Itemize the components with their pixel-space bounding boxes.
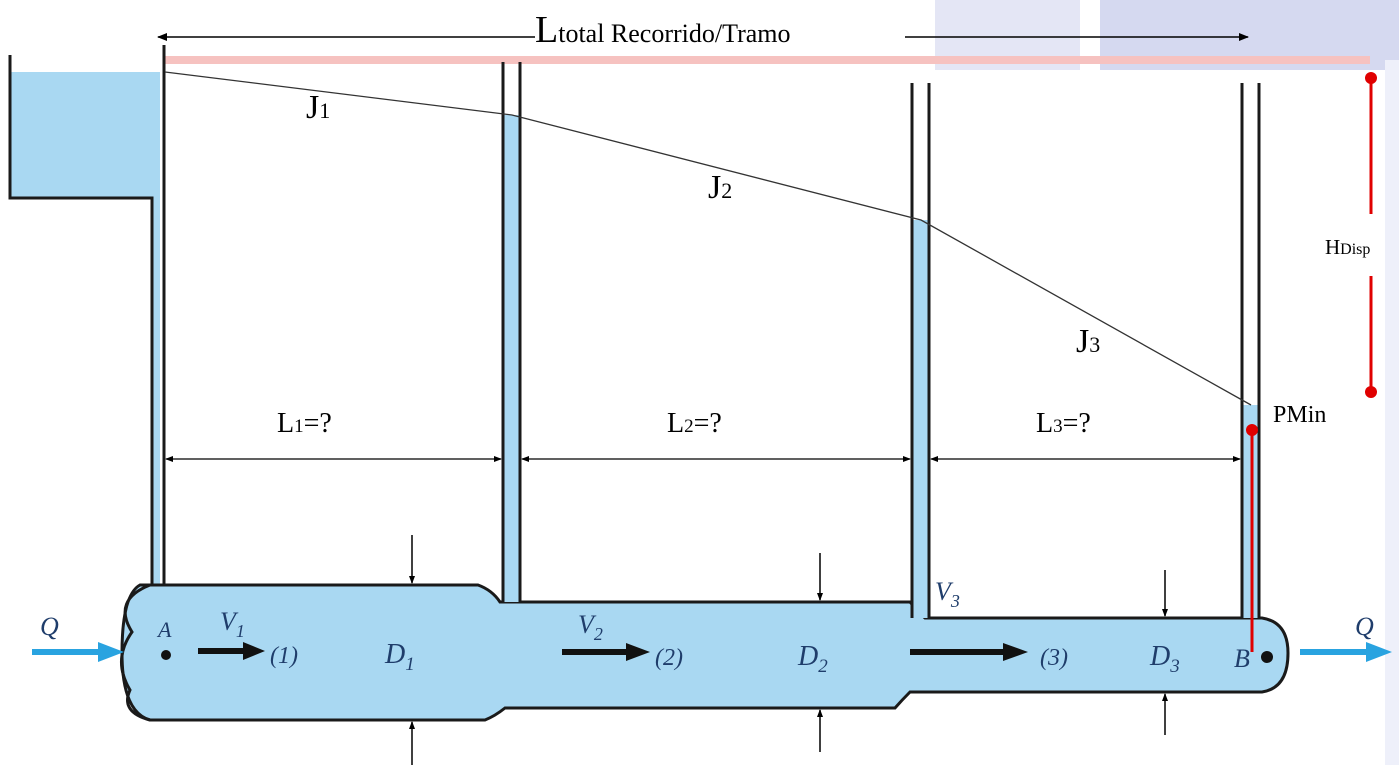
reservoir-wall [8,45,166,585]
j2-label: J2 [708,169,732,206]
energy-line [165,56,1370,64]
d2-label: D2 [797,641,828,677]
d1-label: D1 [384,639,415,675]
v3-arrow [910,643,1028,661]
seg3-label: (3) [1040,645,1068,671]
l3-label: L3=? [1036,408,1091,439]
hdisp-marker [1365,72,1377,398]
total-length-label: Ltotal Recorrido/Tramo [535,9,791,51]
point-a-label: A [156,617,172,642]
reservoir-water [10,72,160,585]
point-a-dot [161,650,171,660]
hdisp-label: HDisp [1325,235,1370,259]
flow-out-arrow [1300,642,1392,662]
l1-label: L1=? [277,408,332,439]
flow-in-label: Q [40,612,59,641]
pmin-label: PMin [1273,402,1326,428]
pmin-marker [1246,424,1258,652]
hydraulic-grade-line [164,71,1252,406]
seg2-label: (2) [655,645,683,671]
v1-arrow [198,642,265,660]
j3-label: J3 [1076,323,1100,360]
flow-out-label: Q [1355,612,1374,641]
ghost-panel-edge [1385,60,1399,765]
v1-label: V1 [220,607,245,641]
l2-label: L2=? [667,408,722,439]
v3-label: V3 [935,577,960,611]
point-b-dot [1261,651,1273,663]
pipe-inlet-cut [120,583,151,722]
v2-arrow [562,643,650,661]
seg1-label: (1) [270,643,298,669]
piezometer-tube-2 [910,83,931,618]
piezometer-tube-1 [501,62,522,602]
d3-label: D3 [1149,641,1180,677]
j1-label: J1 [306,89,330,126]
point-b-label: B [1234,644,1250,673]
flow-in-arrow [32,642,124,662]
v2-label: V2 [578,610,603,644]
